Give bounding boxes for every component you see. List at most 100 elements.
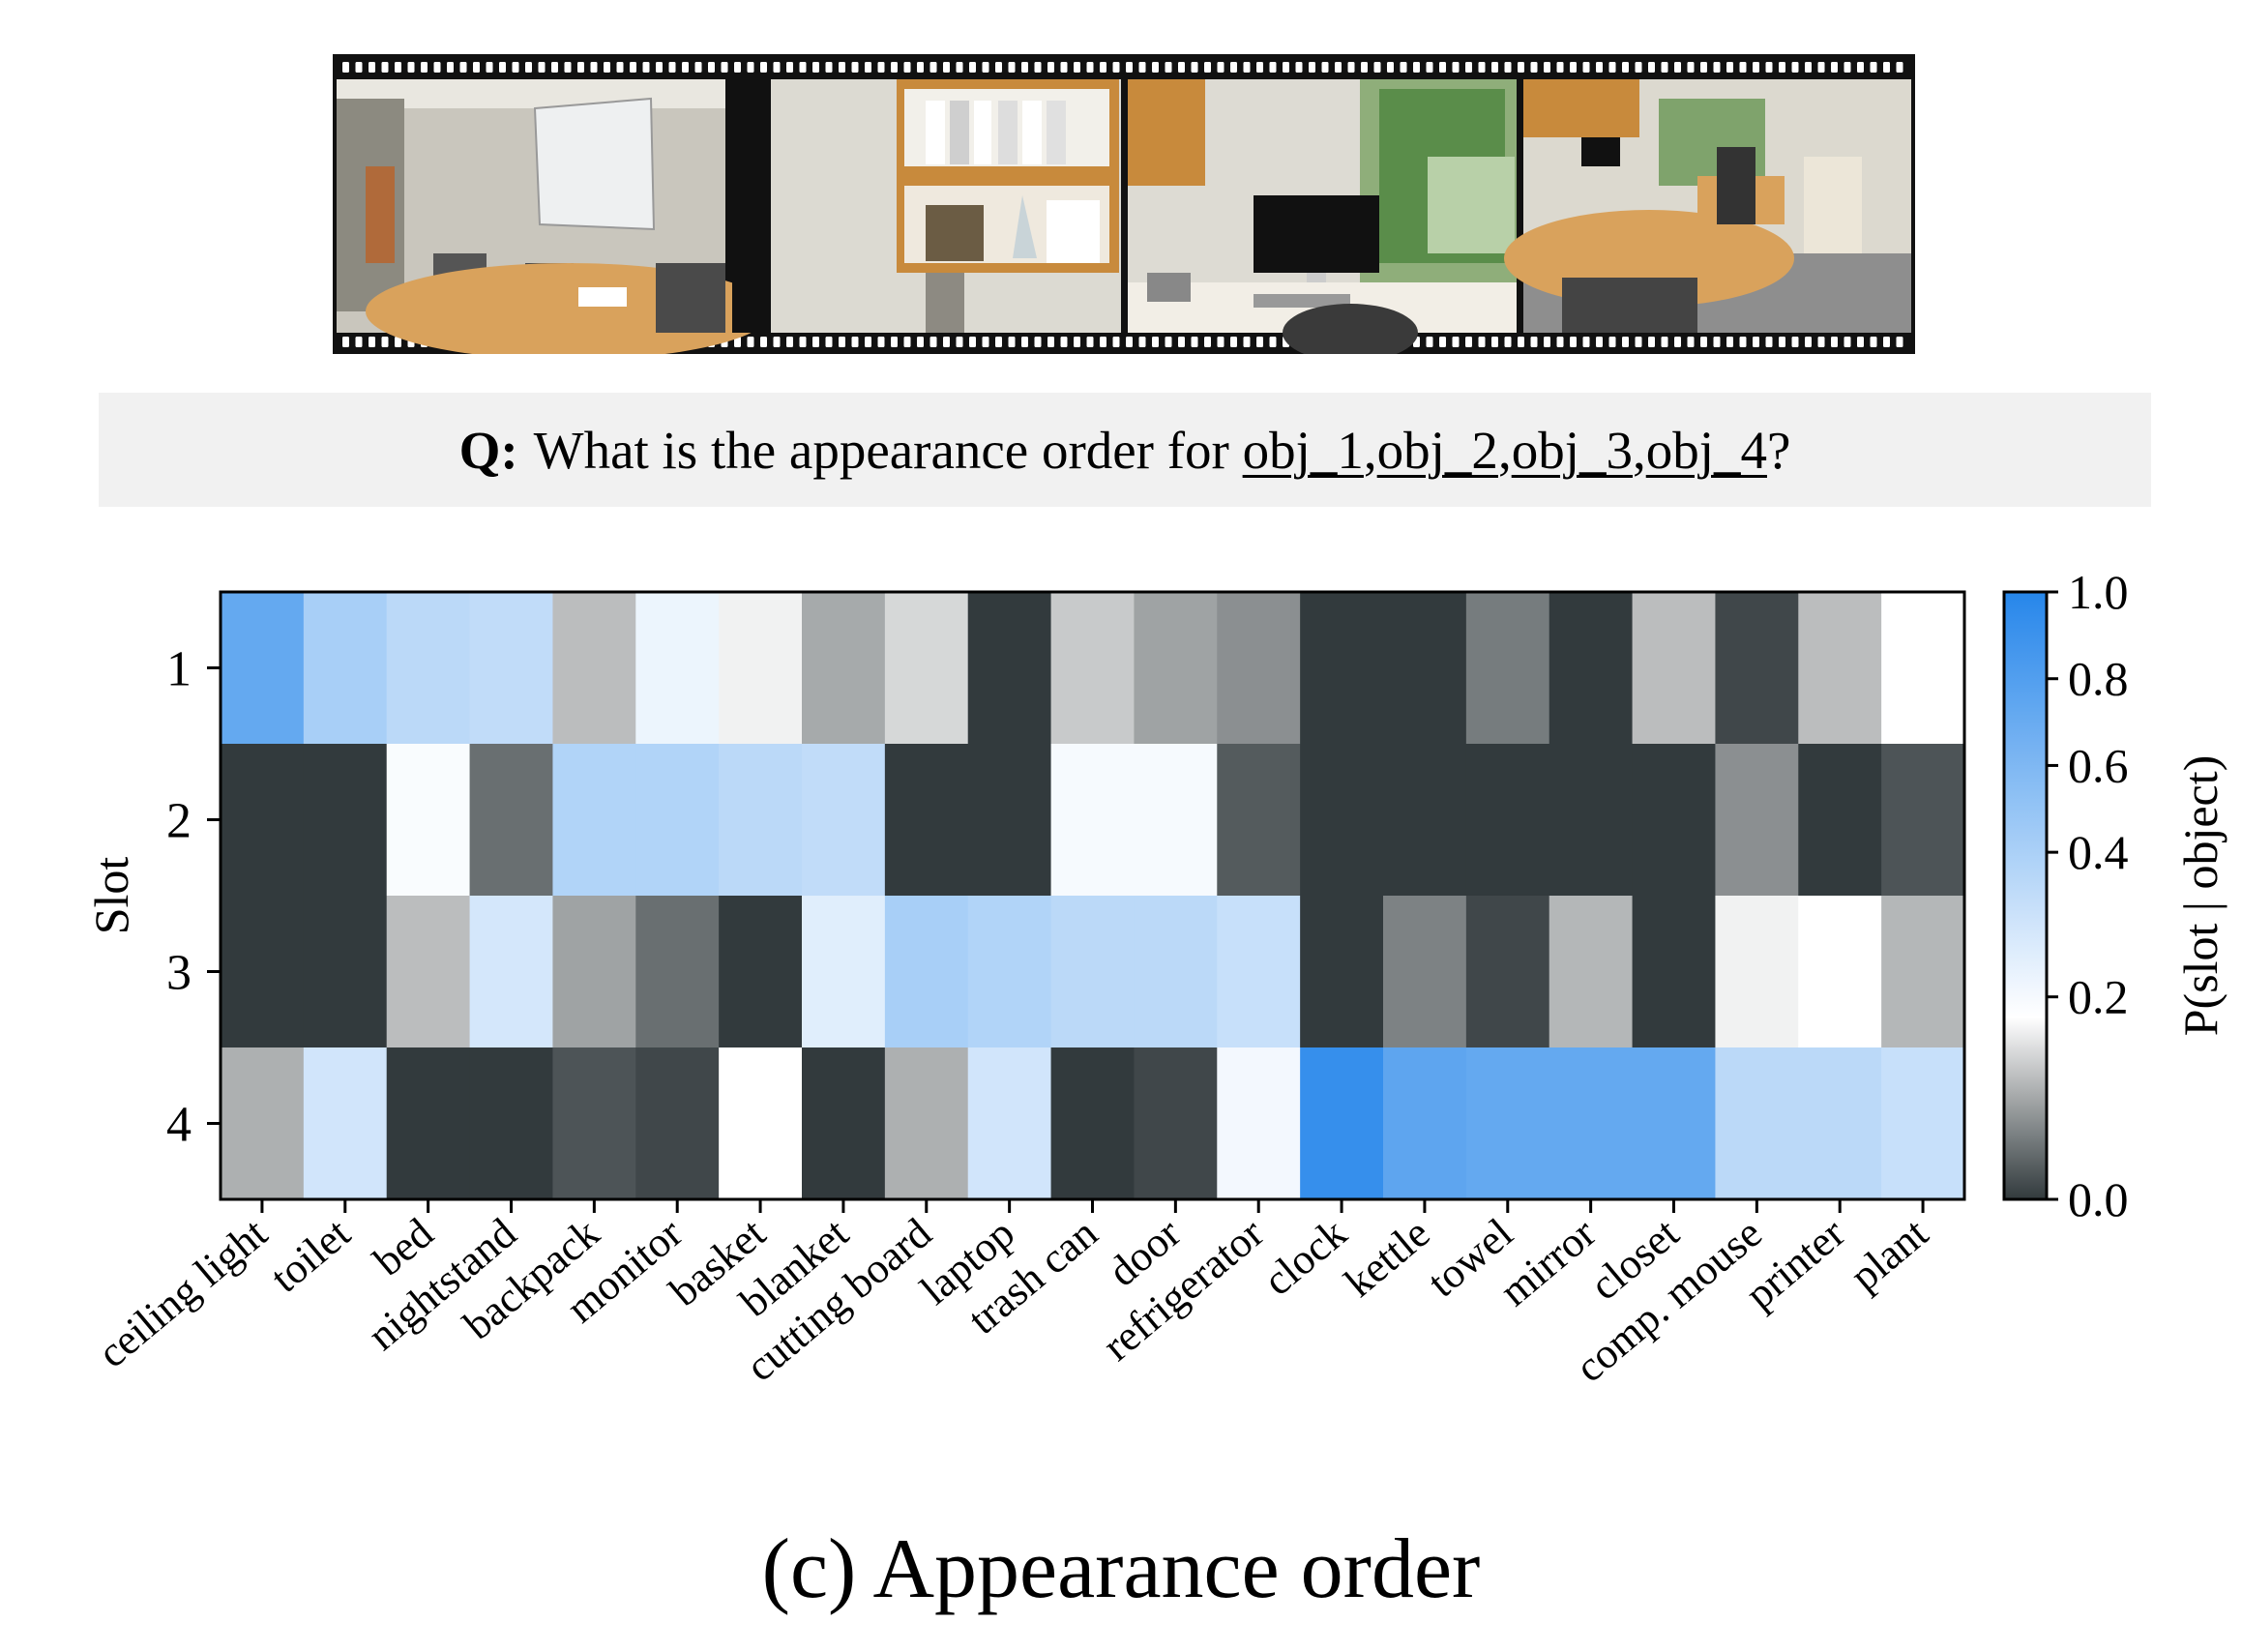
heatmap-cell bbox=[1383, 744, 1467, 897]
figure-caption: (c) Appearance order bbox=[761, 1522, 1481, 1616]
heatmap-cell bbox=[1632, 592, 1717, 745]
heatmap-cell bbox=[303, 1047, 388, 1200]
heatmap-cell bbox=[1383, 592, 1467, 745]
heatmap-cell bbox=[221, 1047, 305, 1200]
heatmap-cell bbox=[386, 592, 471, 745]
heatmap-cell bbox=[719, 1047, 803, 1200]
heatmap-cell bbox=[1549, 1047, 1634, 1200]
question-object-4: obj_4 bbox=[1645, 420, 1767, 480]
heatmap-cell bbox=[303, 592, 388, 745]
question-bar: Q: What is the appearance order for obj_… bbox=[99, 393, 2151, 507]
heatmap-cell bbox=[1134, 896, 1218, 1048]
heatmap-cell bbox=[967, 896, 1052, 1048]
question-suffix: ? bbox=[1767, 420, 1791, 480]
heatmap-cell bbox=[1050, 896, 1136, 1048]
heatmap-cell bbox=[469, 1047, 554, 1200]
x-tick-label: clock bbox=[1254, 1209, 1355, 1305]
heatmap-cell bbox=[1134, 744, 1218, 897]
heatmap-cell bbox=[635, 592, 720, 745]
video-filmstrip bbox=[333, 54, 1915, 354]
heatmap-cell bbox=[719, 896, 803, 1048]
heatmap-cell bbox=[1383, 1047, 1467, 1200]
colorbar-tick-label: 0.0 bbox=[2068, 1172, 2129, 1226]
heatmap-cell bbox=[802, 1047, 886, 1200]
colorbar-tick-label: 0.4 bbox=[2068, 825, 2129, 879]
colorbar-label: P(slot | object) bbox=[2173, 755, 2227, 1037]
question-separator: , bbox=[1632, 420, 1646, 480]
question-prefix: Q: bbox=[458, 420, 518, 480]
heatmap-cell bbox=[1465, 592, 1550, 745]
question-object-1: obj_1 bbox=[1242, 420, 1364, 480]
y-tick-label: 2 bbox=[166, 794, 192, 849]
colorbar: 0.00.20.40.60.81.0 bbox=[2002, 565, 2129, 1226]
video-frame-2 bbox=[732, 79, 1121, 333]
question-separator: , bbox=[1497, 420, 1512, 480]
colorbar-tick-label: 1.0 bbox=[2068, 565, 2129, 619]
heatmap-cell bbox=[884, 592, 969, 745]
x-tick-label: kettle bbox=[1336, 1209, 1438, 1306]
heatmap-cell bbox=[635, 1047, 720, 1200]
heatmap-cell bbox=[469, 592, 554, 745]
question-text: What is the appearance order for bbox=[533, 420, 1229, 480]
heatmap-cell bbox=[1881, 592, 1965, 745]
heatmap-cell bbox=[469, 896, 554, 1048]
heatmap-cell bbox=[1715, 744, 1799, 897]
heatmap-cell bbox=[1632, 896, 1717, 1048]
heatmap-cell bbox=[635, 744, 720, 897]
heatmap-cell bbox=[552, 744, 636, 897]
heatmap-cell bbox=[552, 592, 636, 745]
question-object-3: obj_3 bbox=[1511, 420, 1633, 480]
heatmap-cell bbox=[1881, 896, 1965, 1048]
heatmap-cell bbox=[1798, 592, 1882, 745]
heatmap-cell bbox=[221, 592, 305, 745]
heatmap-cell bbox=[1383, 896, 1467, 1048]
heatmap-cell bbox=[1217, 896, 1301, 1048]
y-tick-label: 4 bbox=[166, 1098, 192, 1153]
x-tick-label: ceiling light bbox=[89, 1209, 276, 1376]
heatmap-cell bbox=[221, 896, 305, 1048]
question-object-2: obj_2 bbox=[1376, 420, 1498, 480]
heatmap-cell bbox=[1217, 744, 1301, 897]
video-frame-3 bbox=[1128, 79, 1517, 354]
heatmap-cell bbox=[1300, 1047, 1384, 1200]
colorbar-gradient bbox=[2002, 590, 2049, 1201]
heatmap-cell bbox=[303, 744, 388, 897]
heatmap-cell bbox=[1881, 744, 1965, 897]
heatmap-cell bbox=[635, 896, 720, 1048]
colorbar-tick-label: 0.6 bbox=[2068, 738, 2129, 792]
heatmap-cell bbox=[1050, 744, 1136, 897]
heatmap-cell bbox=[386, 896, 471, 1048]
heatmap-cell bbox=[967, 744, 1052, 897]
heatmap-cell bbox=[884, 744, 969, 897]
heatmap-cell bbox=[1798, 1047, 1882, 1200]
heatmap-cell bbox=[386, 1047, 471, 1200]
x-tick-label: mirror bbox=[1490, 1209, 1605, 1315]
x-tick-label: refrigerator bbox=[1094, 1209, 1273, 1371]
heatmap-cell bbox=[552, 896, 636, 1048]
heatmap-cell bbox=[552, 1047, 636, 1200]
heatmap-cell bbox=[1715, 592, 1799, 745]
y-tick-label: 1 bbox=[166, 642, 192, 697]
heatmap-cell bbox=[802, 744, 886, 897]
heatmap-cell bbox=[802, 592, 886, 745]
heatmap-cell bbox=[221, 744, 305, 897]
heatmap-cell bbox=[1549, 592, 1634, 745]
heatmap-cell bbox=[1217, 592, 1301, 745]
heatmap-cell bbox=[1632, 1047, 1717, 1200]
heatmap-cell bbox=[469, 744, 554, 897]
heatmap-cell bbox=[1134, 592, 1218, 745]
heatmap-cell bbox=[1549, 896, 1634, 1048]
heatmap-cell bbox=[1050, 1047, 1136, 1200]
heatmap-cell bbox=[719, 592, 803, 745]
heatmap-cell bbox=[1465, 744, 1550, 897]
y-axis-label: Slot bbox=[84, 857, 138, 935]
heatmap-cell bbox=[719, 744, 803, 897]
heatmap-cell bbox=[386, 744, 471, 897]
heatmap-cell bbox=[1465, 1047, 1550, 1200]
heatmap-cell bbox=[1134, 1047, 1218, 1200]
heatmap-cell bbox=[1715, 1047, 1799, 1200]
heatmap-cell bbox=[1715, 896, 1799, 1048]
question-separator: , bbox=[1363, 420, 1377, 480]
video-frame-1 bbox=[337, 79, 772, 354]
